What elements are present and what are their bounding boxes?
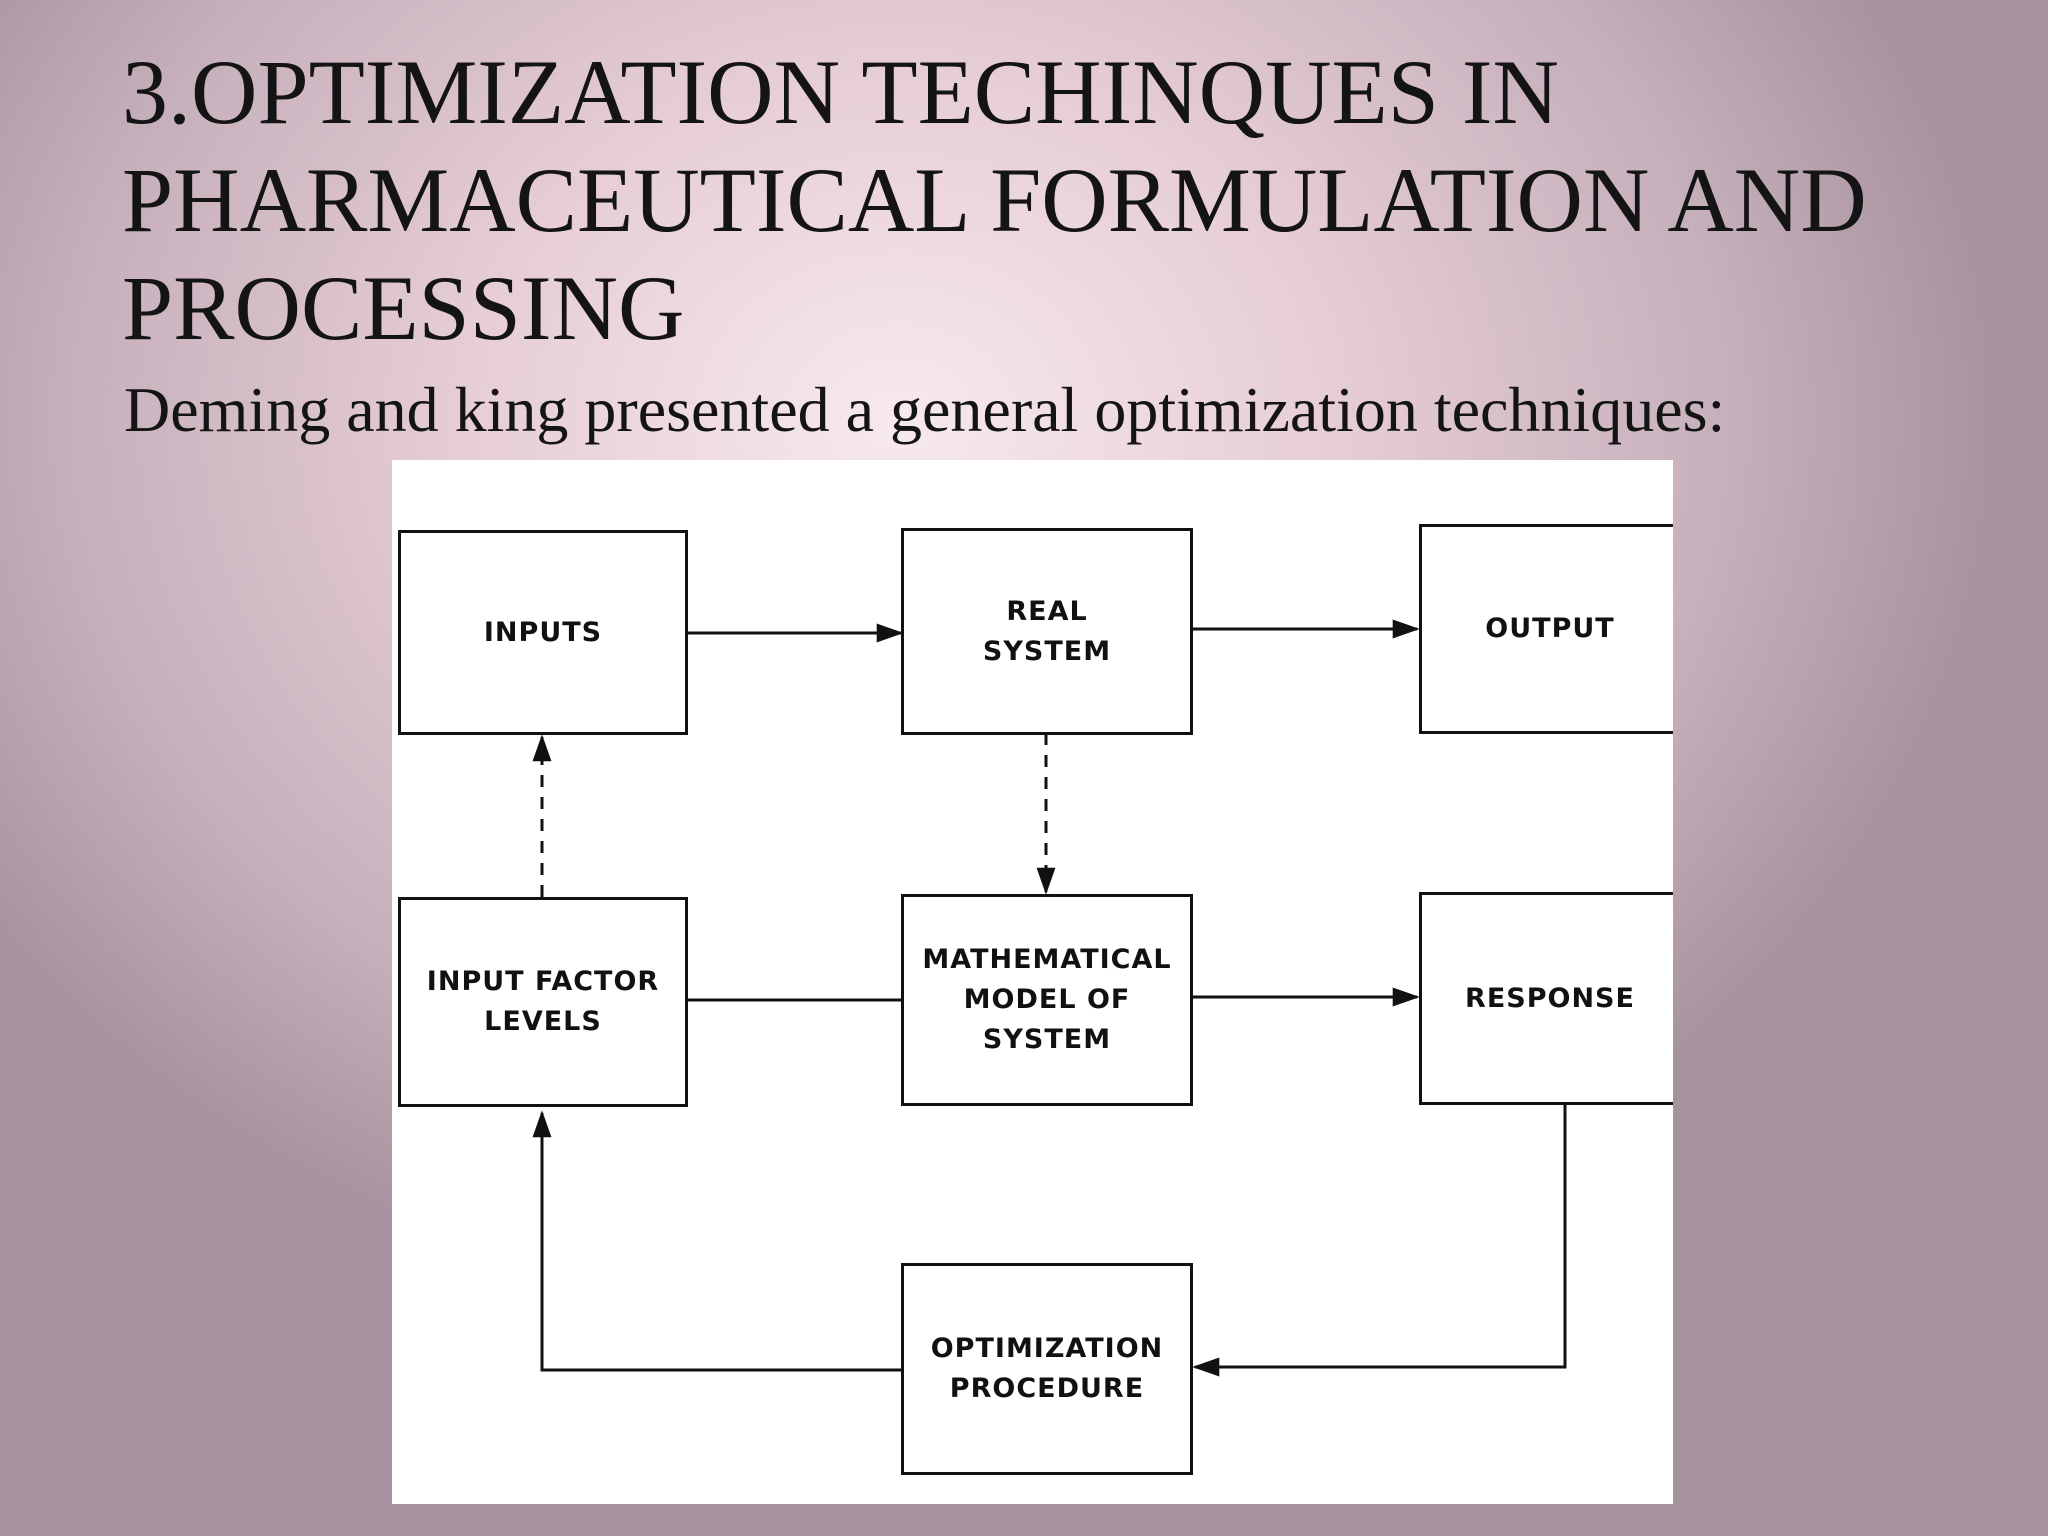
slide-title-line-3: PROCESSING [122, 257, 685, 359]
slide-subtitle: Deming and king presented a general opti… [124, 374, 1726, 445]
slide-title-line-1: 3.OPTIMIZATION TECHINQUES IN [122, 41, 1559, 143]
flow-diagram: INPUTS REAL SYSTEM OUTPUT INPUT FACTOR L… [392, 460, 1673, 1504]
node-inputs: INPUTS [398, 530, 688, 735]
node-output: OUTPUT [1419, 524, 1673, 734]
node-real-system: REAL SYSTEM [901, 528, 1193, 735]
slide-title: 3.OPTIMIZATION TECHINQUES IN PHARMACEUTI… [122, 38, 1972, 362]
node-response: RESPONSE [1419, 892, 1673, 1105]
node-input-factor-levels: INPUT FACTOR LEVELS [398, 897, 688, 1107]
node-mathematical-model: MATHEMATICAL MODEL OF SYSTEM [901, 894, 1193, 1106]
arrow-optimization-to-factor-levels [532, 1110, 902, 1372]
arrow-response-to-optimization [1192, 1105, 1567, 1377]
slide-title-line-2: PHARMACEUTICAL FORMULATION AND [122, 149, 1867, 251]
node-optimization-procedure: OPTIMIZATION PROCEDURE [901, 1263, 1193, 1475]
diagram-connectors [532, 619, 1567, 1377]
